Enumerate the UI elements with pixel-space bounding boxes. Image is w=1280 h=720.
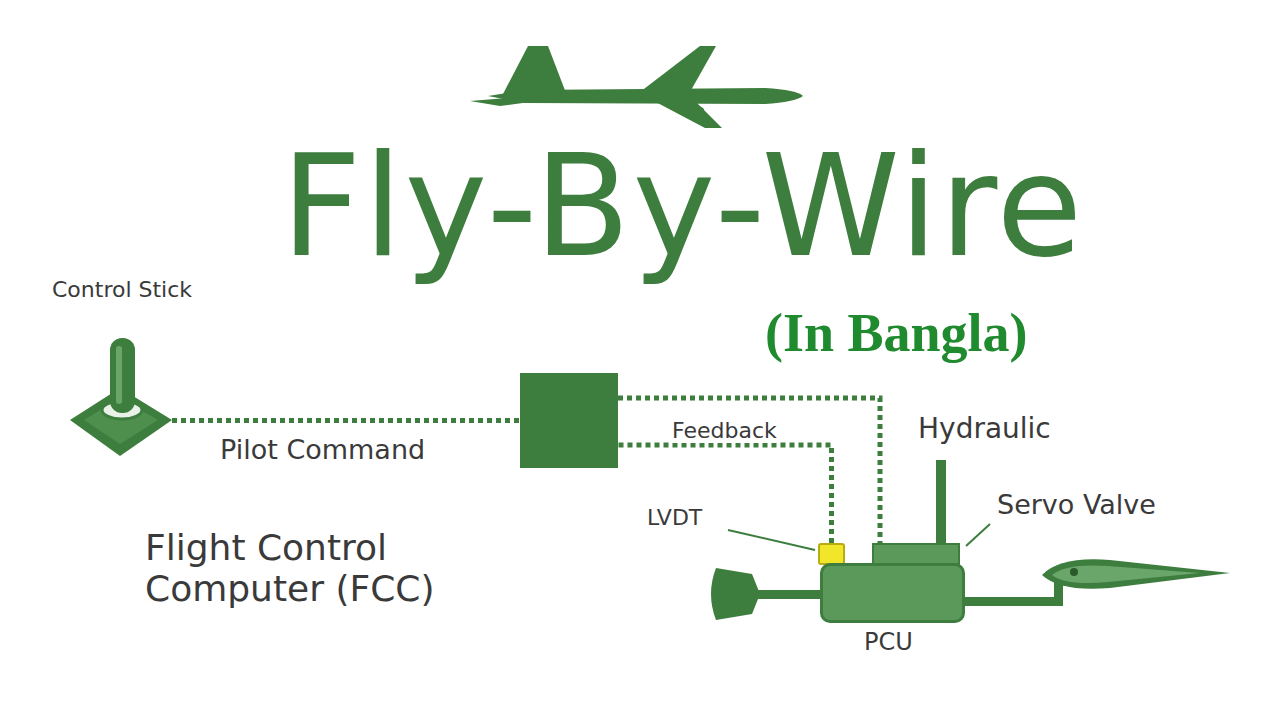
node-label: Servo Valve: [997, 489, 1156, 520]
signal-wire: [172, 420, 520, 421]
edge-label: Feedback: [672, 418, 777, 443]
edge-label: Pilot Command: [220, 434, 425, 465]
airplane-silhouette: [470, 46, 803, 128]
power-control-unit: PCU: [820, 563, 965, 623]
part-label: Hydraulic: [918, 413, 1051, 445]
diagram-title: Fly-By-Wire: [281, 137, 1084, 277]
servo-valve: Servo Valve: [872, 543, 960, 565]
airfoil-highlight: [1052, 565, 1200, 583]
signal-wire: [618, 445, 832, 543]
node-label: LVDT: [647, 505, 702, 530]
signal-wire: [618, 398, 880, 543]
control-stick-icon: [70, 338, 172, 456]
hinge-point: [1070, 568, 1078, 576]
lvdt-sensor: LVDT: [818, 543, 845, 565]
leader-line: [728, 530, 815, 550]
flight-control-computer: Flight Control Computer (FCC): [520, 373, 618, 468]
control-stick: Control Stick: [70, 338, 172, 456]
node-label: Flight Control Computer (FCC): [145, 527, 475, 610]
subtitle: (In Bangla): [765, 302, 1028, 364]
control-surface: [1042, 559, 1230, 588]
leader-line: [966, 524, 990, 546]
node-label: PCU: [864, 629, 913, 657]
node-label: Control Stick: [52, 277, 192, 302]
hydraulic-pipe: [936, 460, 946, 546]
